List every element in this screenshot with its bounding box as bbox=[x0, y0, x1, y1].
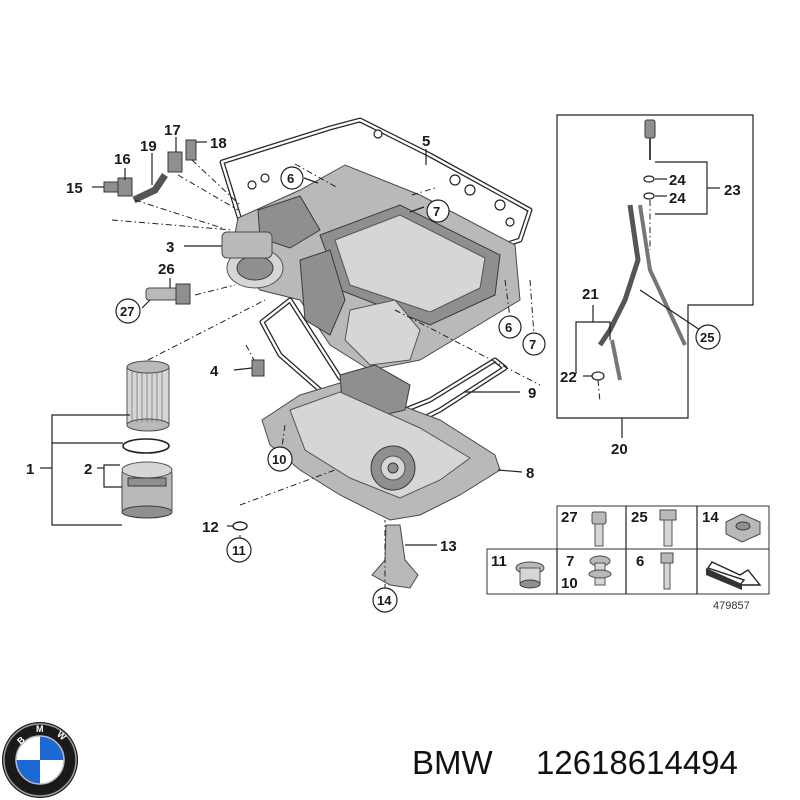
callout-23: 23 bbox=[724, 182, 741, 199]
svg-text:M: M bbox=[36, 724, 44, 734]
upper-oil-pan bbox=[221, 164, 521, 371]
callout-26: 26 bbox=[158, 261, 175, 278]
alignment-lines bbox=[111, 159, 651, 590]
callout-5: 5 bbox=[422, 133, 430, 150]
callout-9: 9 bbox=[528, 385, 536, 402]
callout-13: 13 bbox=[440, 538, 457, 555]
callout-6a: 6 bbox=[287, 171, 294, 186]
callout-7a: 7 bbox=[433, 204, 440, 219]
leader-lines bbox=[40, 137, 720, 546]
brand-name: BMW bbox=[412, 744, 494, 781]
arrow-pointer-icon bbox=[706, 561, 762, 590]
table-label-11: 11 bbox=[491, 553, 507, 570]
table-label-14: 14 bbox=[702, 509, 719, 526]
callout-8: 8 bbox=[526, 465, 534, 482]
dipstick-assembly bbox=[556, 114, 754, 419]
callout-22: 22 bbox=[560, 369, 577, 386]
circled-callouts: 6 6 7 7 10 11 14 25 27 bbox=[115, 166, 721, 613]
callout-21: 21 bbox=[582, 286, 599, 303]
fastener-table: 27 25 14 11 7 10 6 bbox=[486, 505, 770, 595]
reference-number: 479857 bbox=[713, 600, 750, 612]
callout-19: 19 bbox=[140, 138, 157, 155]
callout-15: 15 bbox=[66, 180, 83, 197]
callout-25: 25 bbox=[700, 330, 714, 345]
callout-14: 14 bbox=[377, 593, 392, 608]
filter-o-ring bbox=[122, 438, 170, 454]
callout-10: 10 bbox=[272, 452, 286, 467]
callout-24b: 24 bbox=[669, 190, 686, 207]
callout-3: 3 bbox=[166, 239, 174, 256]
callout-2: 2 bbox=[84, 461, 92, 478]
table-label-7: 7 bbox=[566, 553, 574, 570]
callout-4: 4 bbox=[210, 363, 219, 380]
part-number: 12618614494 bbox=[536, 744, 738, 781]
lower-oil-pan bbox=[261, 364, 501, 521]
table-label-25: 25 bbox=[631, 509, 648, 526]
callout-6b: 6 bbox=[505, 320, 512, 335]
callout-12: 12 bbox=[202, 519, 219, 536]
callout-24a: 24 bbox=[669, 172, 686, 189]
callout-17: 17 bbox=[164, 122, 181, 139]
table-label-10: 10 bbox=[561, 575, 578, 592]
small-parts bbox=[103, 139, 419, 589]
oil-filter-cover bbox=[121, 461, 173, 519]
callout-27: 27 bbox=[120, 304, 134, 319]
oil-filter-element bbox=[126, 360, 170, 432]
callout-18: 18 bbox=[210, 135, 227, 152]
table-label-6: 6 bbox=[636, 553, 644, 570]
callout-16: 16 bbox=[114, 151, 131, 168]
callout-7b: 7 bbox=[529, 337, 536, 352]
table-label-27: 27 bbox=[561, 509, 578, 526]
callout-20: 20 bbox=[611, 441, 628, 458]
callout-1: 1 bbox=[26, 461, 34, 478]
bmw-logo-icon: B M W bbox=[2, 722, 78, 798]
callout-11: 11 bbox=[232, 543, 246, 558]
callout-labels: 1 2 3 4 5 9 8 12 13 15 16 17 18 19 20 21… bbox=[26, 122, 741, 555]
svg-text:B: B bbox=[15, 734, 27, 746]
